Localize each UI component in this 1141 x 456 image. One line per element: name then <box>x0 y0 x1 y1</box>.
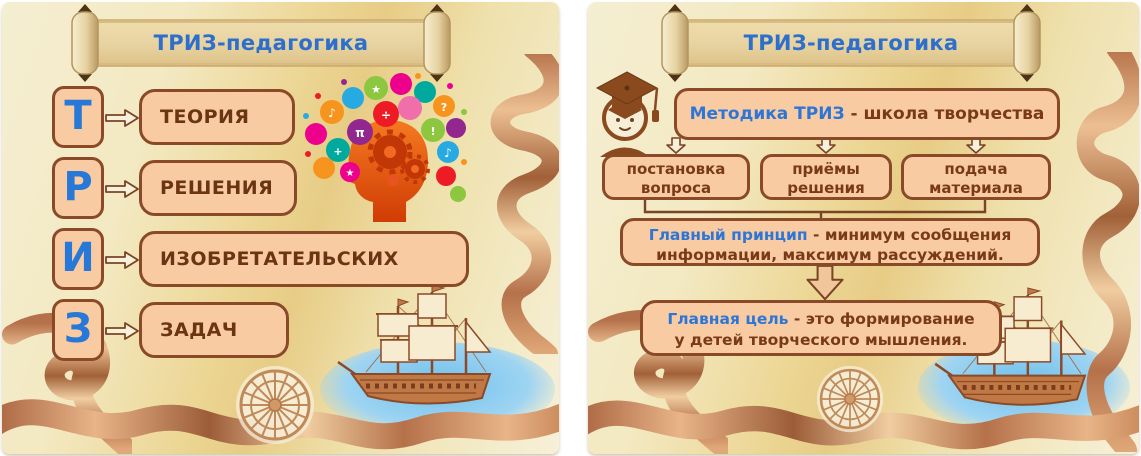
branch-box: подача материала <box>901 154 1051 200</box>
slide-left: ТРИЗ-педагогика Т ТЕОРИЯ Р РЕШЕНИЯ И ИЗО… <box>2 2 559 454</box>
arrow-right-icon <box>103 178 141 200</box>
acronym-word: ТЕОРИЯ <box>139 89 295 145</box>
acronym-word: ИЗОБРЕТАТЕЛЬСКИХ <box>139 231 469 287</box>
acronym-letter: Р <box>52 157 104 219</box>
acronym-letter: И <box>52 228 104 290</box>
acronym-word: РЕШЕНИЯ <box>139 160 297 216</box>
branch-line: подача <box>944 160 1008 178</box>
acronym-letter: Т <box>52 86 104 148</box>
branch-box: приёмы решения <box>760 154 892 200</box>
page-title: ТРИЗ-педагогика <box>743 31 959 55</box>
arrow-right-icon <box>103 249 141 271</box>
compass-rose-icon <box>816 365 884 433</box>
method-box: Методика ТРИЗ - школа творчества <box>674 88 1060 140</box>
page-title: ТРИЗ-педагогика <box>153 31 369 55</box>
branch-line: решения <box>787 179 865 197</box>
branch-line: приёмы <box>792 160 860 178</box>
arrow-down-big-icon <box>803 264 847 301</box>
acronym-row: Т ТЕОРИЯ <box>2 86 559 150</box>
method-highlight: Методика ТРИЗ <box>689 104 845 124</box>
acronym-word: ЗАДАЧ <box>139 302 289 358</box>
branch-line: вопроса <box>640 179 712 197</box>
compass-rose-icon <box>235 365 315 445</box>
principle-line2: информации, максимум рассуждений. <box>656 246 1004 264</box>
slide-right: ТРИЗ-педагогика Методика ТРИЗ - школа тв… <box>588 2 1139 454</box>
connector-bracket <box>643 200 987 220</box>
graduate-cap-icon <box>594 62 664 157</box>
branch-line: постановка <box>626 160 726 178</box>
arrow-right-icon <box>103 107 141 129</box>
principle-line1: Главный принцип - минимум сообщения <box>648 226 1012 244</box>
acronym-letter: З <box>52 299 104 361</box>
goal-line2: у детей творческого мышления. <box>674 331 968 349</box>
acronym-row: Р РЕШЕНИЯ <box>2 157 559 221</box>
goal-box: Главная цель - это формирование у детей … <box>640 300 1002 356</box>
acronym-row: З ЗАДАЧ <box>2 299 559 363</box>
principle-box: Главный принцип - минимум сообщения инфо… <box>620 218 1040 266</box>
branch-box: постановка вопроса <box>602 154 750 200</box>
arrow-right-icon <box>103 320 141 342</box>
branch-line: материала <box>929 179 1023 197</box>
acronym-row: И ИЗОБРЕТАТЕЛЬСКИХ <box>2 228 559 292</box>
goal-line1: Главная цель - это формирование <box>667 310 975 328</box>
method-rest: - школа творчества <box>844 104 1045 124</box>
